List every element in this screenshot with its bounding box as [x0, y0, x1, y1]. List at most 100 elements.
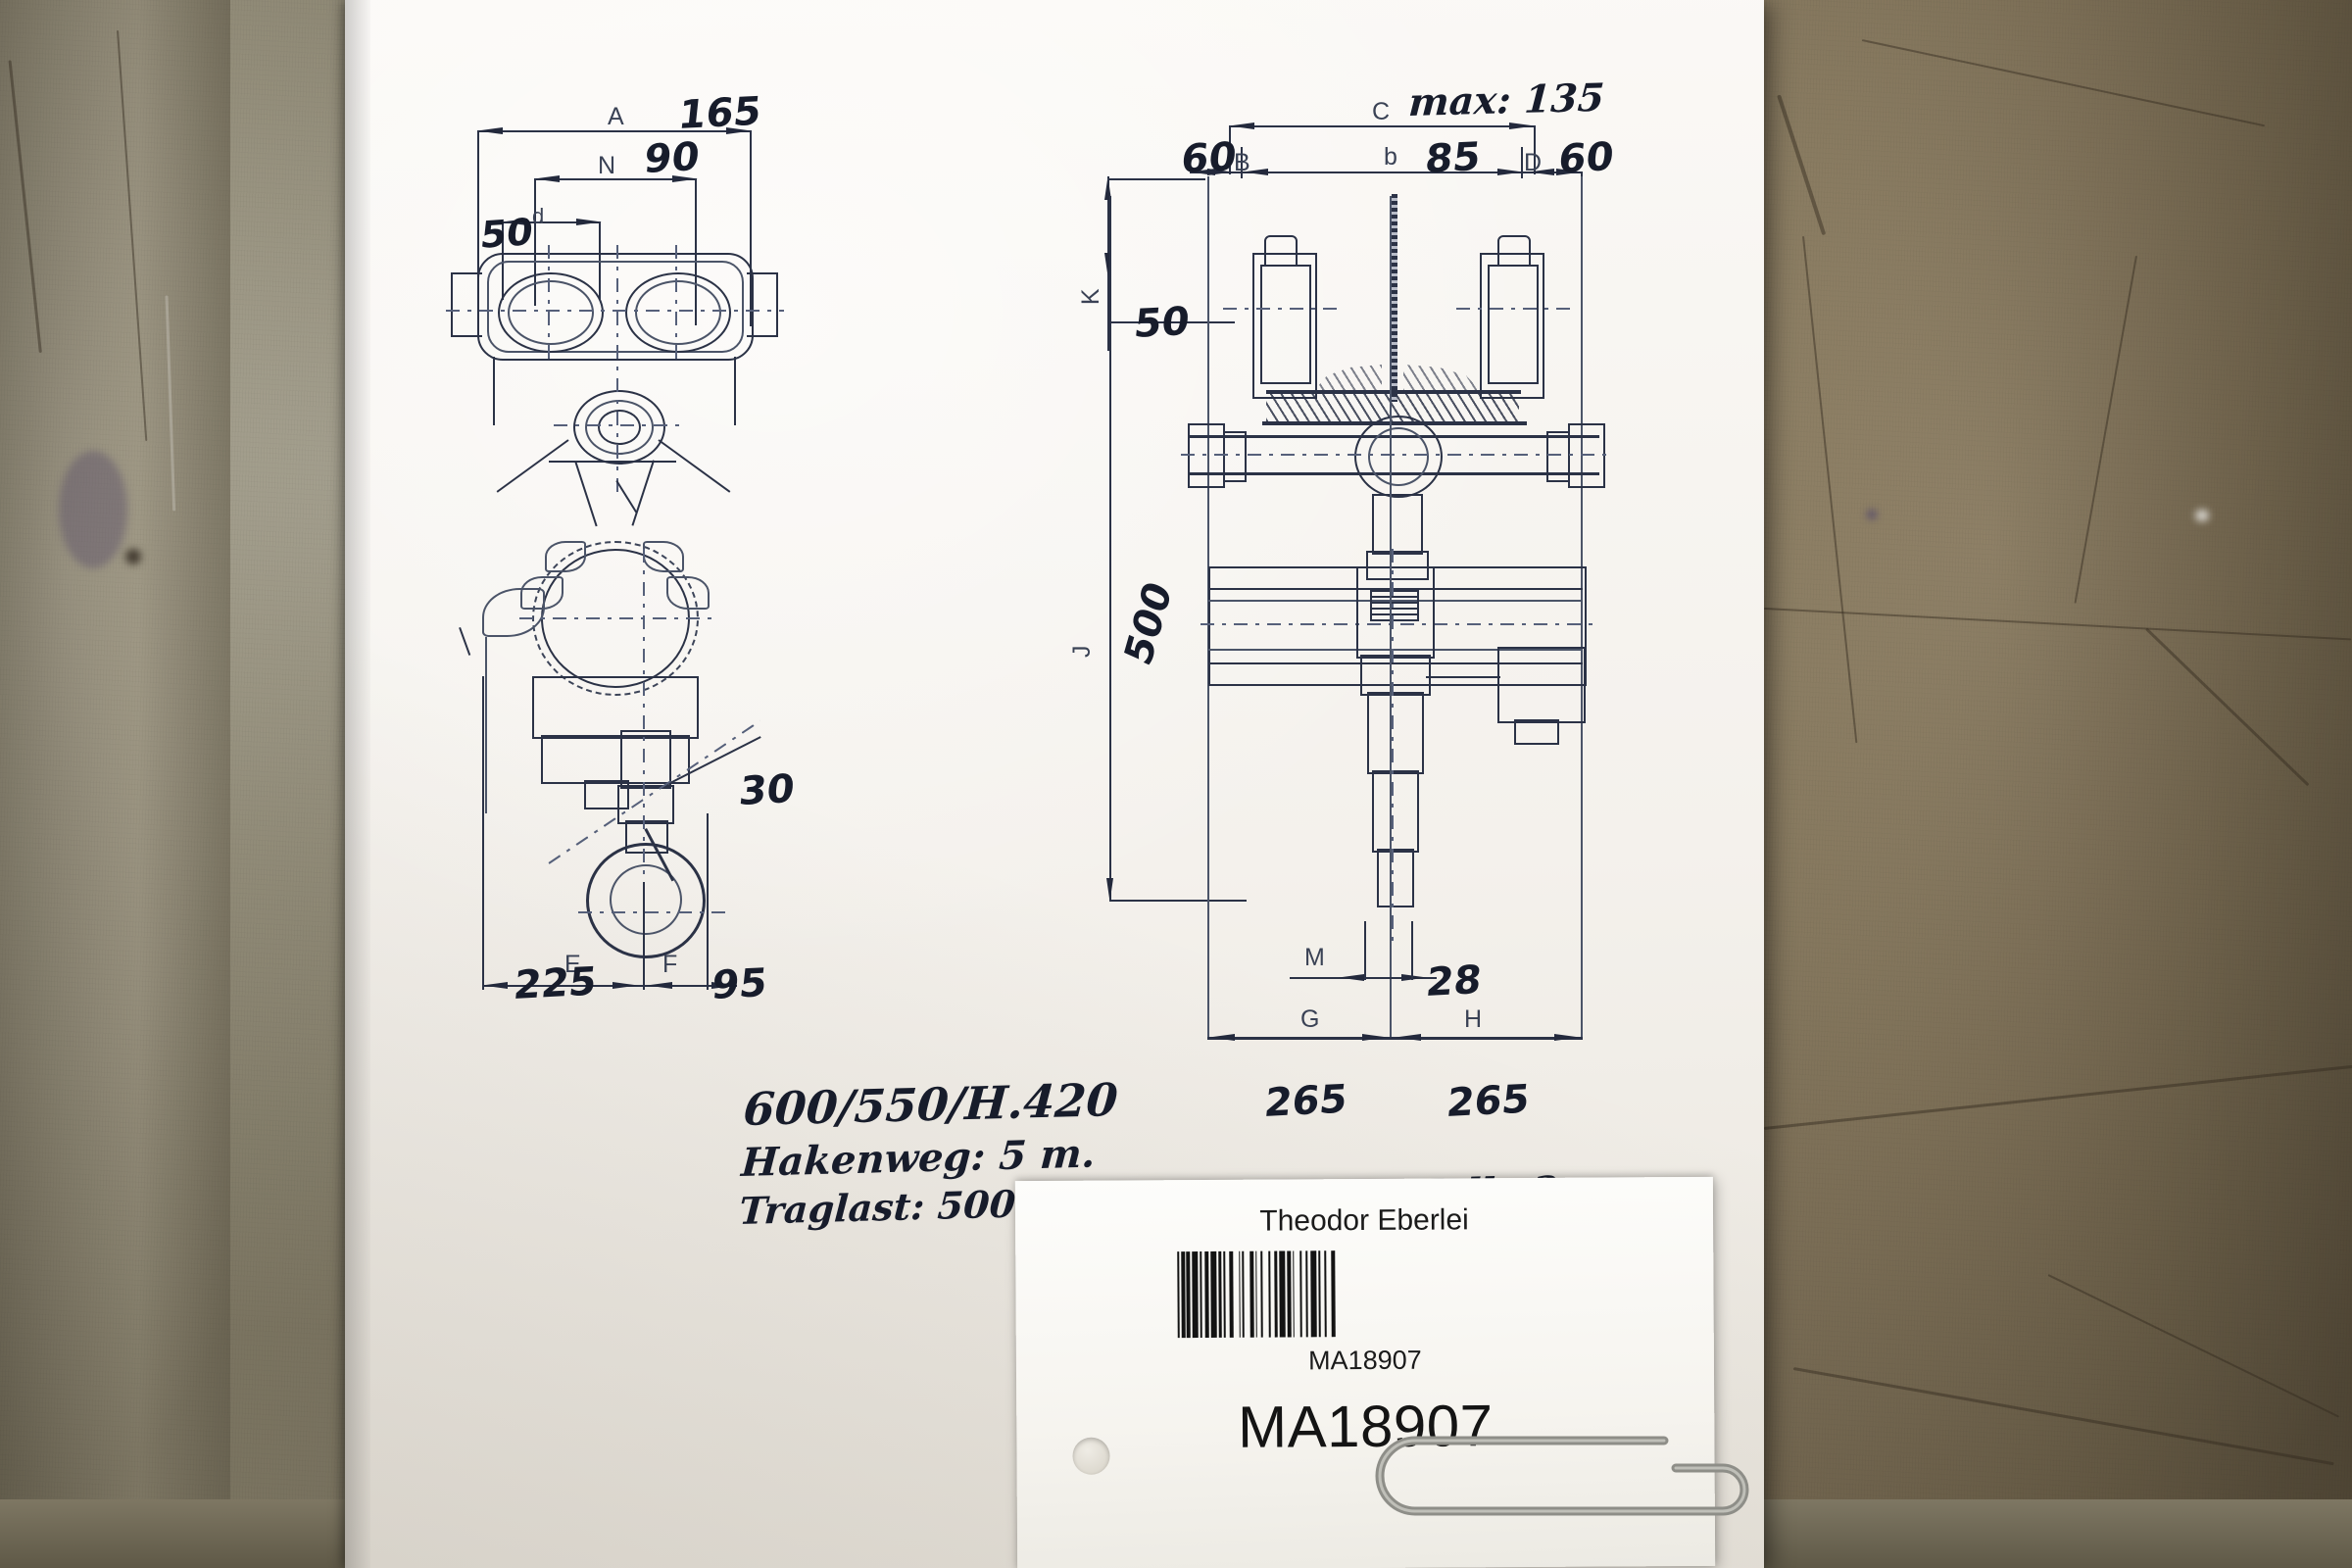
ext-line-M	[1364, 921, 1366, 980]
dim-arrow	[1396, 1034, 1421, 1041]
dim-value-K: 50	[1132, 299, 1192, 347]
trolley-head-outline	[477, 253, 754, 361]
dim-value-M: 28	[1424, 957, 1484, 1005]
dim-key-E: E	[564, 951, 582, 978]
dim-line-EF	[482, 985, 737, 987]
dim-value-H: 265	[1445, 1076, 1532, 1126]
shaft-nut-left	[1188, 423, 1225, 488]
stain	[59, 451, 127, 568]
dim-line-N	[534, 178, 696, 180]
ext-line	[695, 178, 697, 325]
pin-boss-bore	[598, 410, 641, 445]
workbench-right-area	[1754, 0, 2352, 1568]
label-owner-name: Theodor Eberlei	[1259, 1203, 1469, 1238]
dim-value-D: 60	[1556, 134, 1616, 182]
dim-arrow	[1207, 169, 1233, 175]
dim-arrow	[576, 219, 602, 225]
drum-fin	[545, 541, 586, 572]
dim-arrow	[672, 175, 698, 182]
dim-arrow	[534, 175, 560, 182]
ext-line-K2	[1107, 321, 1235, 323]
ext-line	[534, 178, 536, 306]
ext-line-M2	[1411, 921, 1413, 980]
trolley-lug-right	[747, 272, 778, 337]
dim-value-30: 30	[737, 766, 797, 814]
dim-key-M: M	[1304, 944, 1326, 971]
dim-arrow	[1509, 122, 1535, 129]
paperclip-wire	[1375, 1436, 1749, 1516]
gearbox-lower	[541, 735, 690, 784]
dim-arrow	[1229, 122, 1254, 129]
hoist-body-line-d	[1208, 662, 1583, 664]
dim-arrow	[1529, 169, 1554, 175]
ext-line-E	[482, 676, 484, 990]
centerline-wheel-axis-right	[1456, 308, 1574, 310]
dim-arrow	[1556, 169, 1582, 175]
pin-boss-outer	[573, 390, 665, 465]
dim-arrow	[1104, 253, 1111, 276]
ext-line	[477, 130, 479, 315]
ext-line-C	[1229, 125, 1231, 174]
dim-line-GH	[1207, 1037, 1583, 1040]
wheel-bore-right	[625, 272, 731, 353]
stain	[125, 549, 141, 564]
centerline-hoist-vertical	[643, 549, 645, 960]
dim-arrow	[477, 127, 503, 134]
dim-arrow	[1209, 1034, 1235, 1041]
hoist-column-upper	[1356, 566, 1435, 659]
hook-nut	[617, 785, 674, 824]
dim-arrow	[612, 982, 638, 989]
bracket-edge	[485, 637, 487, 813]
ext-line-b	[1241, 147, 1243, 178]
speck	[1867, 510, 1877, 519]
control-box-plug	[1514, 719, 1559, 745]
ext-line	[750, 130, 752, 326]
barcode	[1177, 1250, 1552, 1339]
dim-key-H: H	[1464, 1005, 1483, 1033]
hook-shank-upper	[620, 730, 671, 789]
centerline-drum	[519, 617, 715, 619]
dim-arrow	[1401, 974, 1427, 981]
ext-line-b2	[1521, 147, 1523, 178]
centerline-wheel-right	[675, 245, 677, 363]
dim-arrow	[502, 219, 527, 225]
workbench-left-strip	[0, 0, 230, 1568]
side-plate-right	[1480, 253, 1544, 399]
wheel-bore-left	[498, 272, 604, 353]
paperclip[interactable]	[1370, 1423, 1782, 1550]
wheel-bore-right-inner	[635, 280, 721, 345]
note-line-2: Hakenweg: 5 m.	[740, 1130, 1098, 1186]
dim-key-C: C	[1372, 98, 1391, 125]
suspension-eye-inner	[1368, 427, 1429, 486]
sheet-left-shadow	[345, 0, 370, 1568]
hanger-stem	[1372, 494, 1423, 555]
dim-key-J: J	[1068, 645, 1096, 658]
trolley-head-inner	[487, 261, 744, 353]
dim-key-G: G	[1300, 1005, 1320, 1033]
note-line-1: 600/550/H.420	[742, 1073, 1120, 1136]
dim-line-J	[1109, 196, 1111, 902]
label-punch-hole	[1072, 1437, 1110, 1475]
hook-nut-side	[1377, 849, 1414, 907]
ext-line-K	[1107, 178, 1205, 180]
gearbox-upper	[532, 676, 699, 739]
dim-key-K: K	[1077, 287, 1105, 306]
dim-arrow	[1339, 974, 1364, 981]
side-plate-left-inner	[1260, 265, 1311, 384]
centerline-horizontal	[446, 310, 784, 312]
dim-value-F: 95	[710, 960, 769, 1008]
dim-line-b	[1190, 172, 1582, 173]
speck	[2195, 510, 2209, 521]
hoist-body-line-c	[1208, 649, 1583, 651]
dim-value-N: 90	[642, 134, 702, 182]
centerline-hoist-body	[1200, 623, 1592, 625]
centerline-hoist-column	[1392, 549, 1394, 941]
dim-key-d: d	[532, 204, 545, 228]
wheel-axle-cap-right	[1497, 235, 1531, 267]
beam-flange-top	[1266, 390, 1521, 394]
side-plate-right-inner	[1488, 265, 1539, 384]
dim-arrow	[1554, 1034, 1580, 1041]
trolley-lug-left	[451, 272, 482, 337]
dim-line-d	[502, 221, 600, 223]
